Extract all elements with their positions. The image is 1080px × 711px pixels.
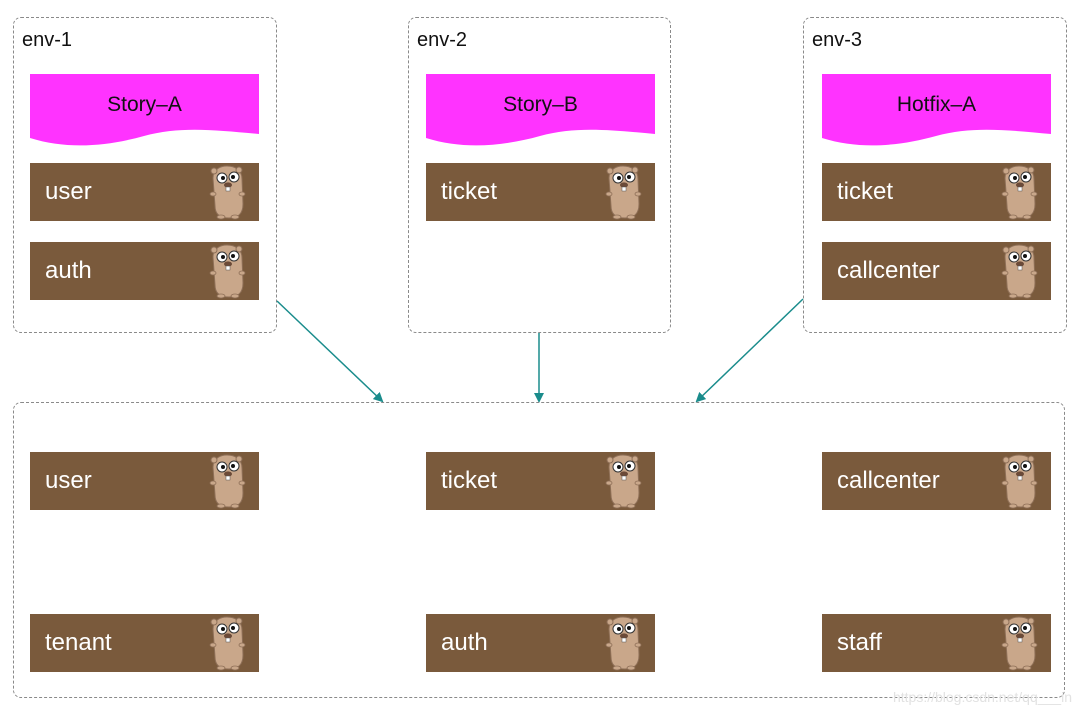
- service-label: auth: [45, 257, 92, 284]
- arrow-env1: [276, 300, 384, 403]
- service-label: staff: [837, 629, 882, 656]
- service-box-user: user: [30, 452, 259, 510]
- service-box-ticket: ticket: [426, 452, 655, 510]
- go-gopher-icon: [601, 615, 645, 671]
- service-label: ticket: [441, 178, 498, 205]
- service-label: ticket: [837, 178, 894, 205]
- service-box-callcenter: callcenter: [822, 242, 1051, 300]
- go-gopher-icon: [205, 615, 249, 671]
- story-a-banner: Story–A: [30, 74, 259, 148]
- go-gopher-icon: [997, 453, 1041, 509]
- arrow-env3: [695, 298, 804, 403]
- service-box-auth: auth: [426, 614, 655, 672]
- story-label: Hotfix–A: [896, 93, 977, 116]
- hotfix-a-banner: Hotfix–A: [822, 74, 1051, 148]
- service-box-ticket: ticket: [426, 163, 655, 221]
- env-title: env-1: [22, 29, 73, 51]
- go-gopher-icon: [601, 453, 645, 509]
- env-title: env-3: [812, 29, 863, 51]
- story-b-banner: Story–B: [426, 74, 655, 148]
- story-label: Story–A: [107, 93, 182, 116]
- service-box-ticket: ticket: [822, 163, 1051, 221]
- service-box-tenant: tenant: [30, 614, 259, 672]
- service-box-user: user: [30, 163, 259, 221]
- env-title: env-2: [417, 29, 468, 51]
- service-label: auth: [441, 629, 488, 656]
- service-box-staff: staff: [822, 614, 1051, 672]
- shared-environment-container: [13, 402, 1065, 698]
- go-gopher-icon: [997, 615, 1041, 671]
- service-label: user: [45, 467, 92, 494]
- service-box-auth: auth: [30, 242, 259, 300]
- env-3-container: env-3: [803, 17, 1067, 333]
- service-label: tenant: [45, 629, 112, 656]
- service-label: user: [45, 178, 92, 205]
- service-box-callcenter: callcenter: [822, 452, 1051, 510]
- service-label: callcenter: [837, 257, 940, 284]
- story-label: Story–B: [503, 93, 578, 116]
- go-gopher-icon: [205, 453, 249, 509]
- service-label: ticket: [441, 467, 498, 494]
- env-2-container: env-2: [408, 17, 671, 333]
- watermark: https://blog.csdn.net/qq___in: [892, 689, 1072, 705]
- env-1-container: env-1: [13, 17, 277, 333]
- service-label: callcenter: [837, 467, 940, 494]
